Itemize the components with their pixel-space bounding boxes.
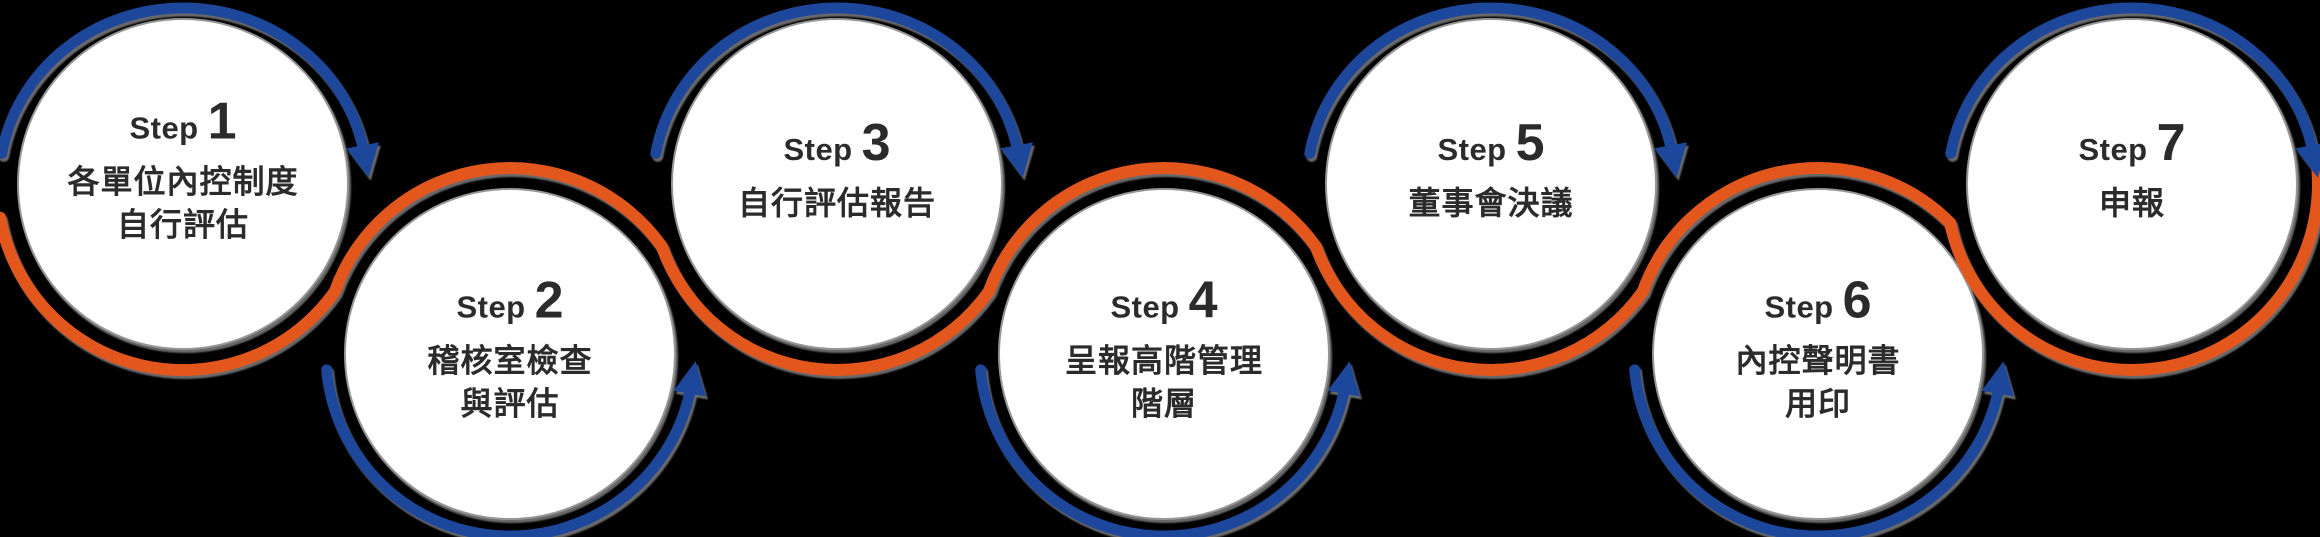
step-5-label: Step (1437, 132, 1507, 167)
step-6-number: 6 (1842, 271, 1872, 330)
step-1-number: 1 (207, 92, 237, 151)
step-1-text-line-1: 各單位內控制度 (67, 163, 299, 200)
step-4-label: Step (1110, 289, 1180, 325)
step-2-label: Step (456, 289, 526, 325)
step-6-label: Step (1764, 289, 1834, 325)
step-2-circle (344, 188, 676, 520)
step-4-circle (998, 188, 1330, 520)
step-6-circle (1652, 188, 1984, 520)
step-2-arc-arrow (321, 361, 706, 537)
step-7-arc-arrow (1945, 2, 2320, 178)
step-5-number: 5 (1515, 114, 1545, 172)
step-4-text-line-2: 階層 (1130, 385, 1198, 422)
step-2-text-line-1: 稽核室檢查 (427, 342, 593, 379)
step-6-arc-arrow (1629, 361, 2014, 537)
step-3-text-line-1: 自行評估報告 (737, 185, 937, 221)
step-3-circle (671, 18, 1003, 350)
step-1-circle (17, 18, 349, 350)
step-7-label: Step (2078, 132, 2148, 167)
step-4-number: 4 (1188, 271, 1218, 330)
step-5-text-line-1: 董事會決議 (1408, 185, 1574, 221)
step-6-text-line-2: 用印 (1784, 385, 1852, 422)
step-1-arc-arrow (0, 2, 379, 178)
step-1-text-line-2: 自行評估 (116, 206, 250, 243)
step-3-number: 3 (861, 114, 891, 172)
step-4-text-line-1: 呈報高階管理 (1064, 342, 1264, 379)
step-1-label: Step (129, 110, 199, 146)
wave-line (0, 161, 2320, 377)
step-3-label: Step (783, 132, 853, 167)
step-6-text-line-1: 內控聲明書 (1735, 342, 1901, 379)
step-5-arc-arrow (1304, 2, 1687, 178)
step-2-number: 2 (534, 271, 564, 330)
step-5-circle (1325, 18, 1657, 350)
step-4-arc-arrow (975, 361, 1360, 537)
step-7-text-line-1: 申報 (2098, 185, 2166, 221)
step-3-arc-arrow (650, 2, 1033, 178)
step-7-number: 7 (2156, 114, 2186, 172)
step-2-text-line-2: 與評估 (460, 385, 560, 422)
step-7-circle (1966, 18, 2298, 350)
